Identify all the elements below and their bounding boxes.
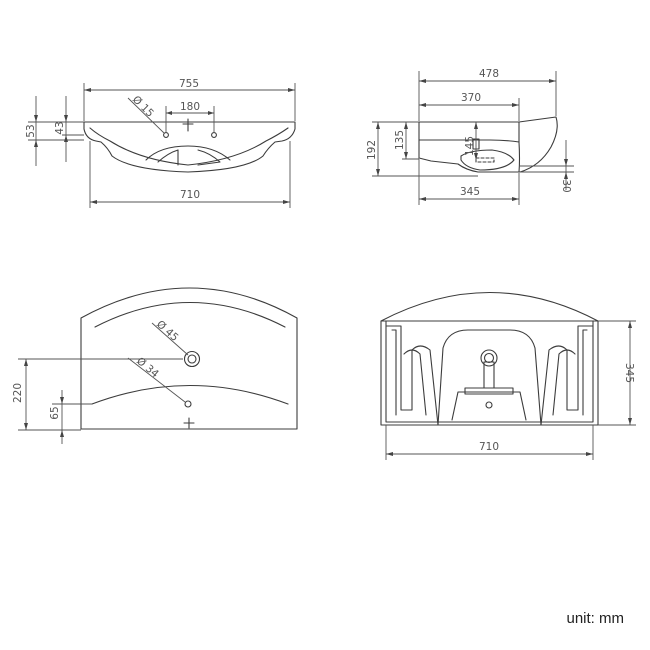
- dim-label-192: 192: [366, 140, 378, 160]
- rear-right-leg-inner: [552, 329, 588, 416]
- dim-label-345-side: 345: [460, 186, 480, 198]
- front-bowl-inner: [157, 149, 221, 166]
- label-d15: Ø 15: [130, 94, 156, 120]
- front-basin-inner-line: [89, 127, 289, 166]
- dim-label-370: 370: [461, 92, 481, 104]
- rear-inner-frame: [385, 320, 594, 423]
- left-tap-hole: [163, 132, 169, 138]
- leader-d15: [127, 97, 165, 134]
- rear-tap-hole-inner: [483, 352, 495, 364]
- rear-left-leg: [385, 325, 439, 426]
- dim-label-220: 220: [12, 383, 24, 403]
- rear-top-arc: [380, 291, 599, 322]
- dim-label-65: 65: [49, 406, 61, 419]
- rear-bowl-inner: [451, 391, 527, 421]
- dim-label-43: 43: [54, 121, 66, 134]
- front-elevation-view: 755 180 Ø 15 53 43 710: [25, 78, 296, 208]
- rear-frame: [380, 320, 599, 426]
- side-overflow: [475, 157, 495, 163]
- plan-back-curve: [94, 302, 286, 328]
- side-basin-outline: [418, 116, 558, 173]
- side-elevation-view: 478 370 192 135 145 345: [366, 68, 574, 205]
- plan-view: Ø 45 Ø 34 220 65: [12, 287, 298, 444]
- dim-label-145: 145: [464, 136, 476, 156]
- rear-trap-foot: [464, 387, 514, 395]
- dim-label-180: 180: [180, 101, 200, 113]
- label-d45: Ø 45: [154, 318, 181, 344]
- dim-label-478: 478: [479, 68, 499, 80]
- dim-label-710-top: 710: [180, 189, 200, 201]
- dim-label-710-rear: 710: [479, 441, 499, 453]
- dim-label-135: 135: [394, 130, 406, 150]
- rear-elevation-view: 345 710: [380, 291, 636, 460]
- unit-label: unit: mm: [566, 610, 624, 627]
- plan-tap-hole-outer: [183, 350, 201, 368]
- side-bowl: [460, 149, 515, 171]
- dim-label-345-rear: 345: [623, 363, 635, 383]
- side-rim-curve: [518, 141, 521, 173]
- leader-d45: [151, 322, 189, 356]
- front-bowl: [145, 145, 231, 161]
- plan-tap-hole-inner: [187, 354, 197, 364]
- rear-left-leg-inner: [391, 329, 427, 416]
- right-tap-hole: [211, 132, 217, 138]
- rear-waste: [485, 401, 493, 409]
- dim-label-30: 30: [560, 179, 572, 192]
- dim-label-53: 53: [25, 124, 37, 137]
- plan-outline: [80, 287, 298, 430]
- rear-right-leg: [540, 325, 594, 426]
- dim-label-755: 755: [179, 78, 199, 90]
- leader-d34: [127, 357, 186, 403]
- rear-bowl: [437, 329, 542, 426]
- front-basin-outline: [83, 121, 296, 173]
- plan-front-curve: [91, 385, 289, 405]
- rear-tap-hole-outer: [480, 349, 498, 367]
- plan-waste-hole: [184, 400, 192, 408]
